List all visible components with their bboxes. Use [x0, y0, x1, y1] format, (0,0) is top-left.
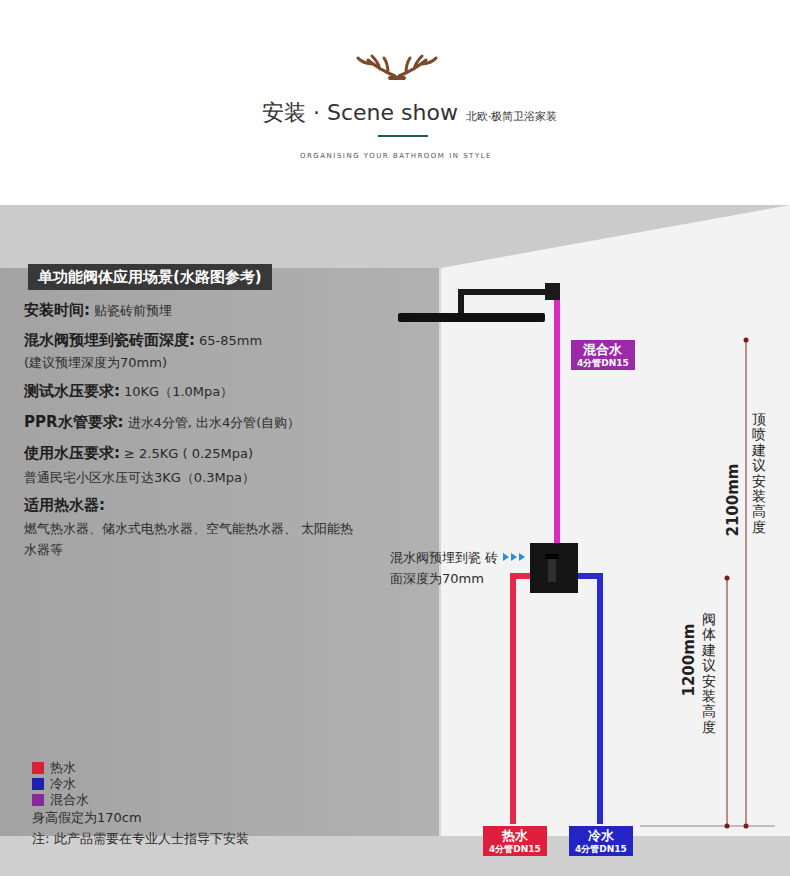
- note-text: 10KG（1.0Mpa）: [124, 383, 233, 402]
- note-text: 测试水压要求:: [24, 381, 120, 403]
- legend-text: 混合水: [50, 791, 89, 809]
- note-text: 普通民宅小区水压可达3KG（0.3Mpa）: [24, 469, 255, 488]
- antler-logo: [358, 56, 436, 78]
- box-subtext: 4分管DN15: [575, 844, 627, 855]
- title-underline: [378, 135, 428, 137]
- box-subtext: 4分管DN15: [489, 844, 541, 855]
- legend-swatch: [32, 762, 44, 774]
- dimension-caption: 顶喷建议安装高度: [752, 412, 766, 535]
- dimension-dots: [725, 338, 749, 829]
- note-text: 注: 此产品需要在专业人士指导下安装: [32, 830, 249, 849]
- dimension-text: 2100mm: [724, 463, 742, 536]
- note-text: 混水阀预埋到瓷 砖面深度为70mm: [390, 550, 498, 586]
- text-row: 测试水压要求:10KG（1.0Mpa）: [24, 381, 233, 403]
- box-heading: 混合水: [577, 342, 629, 358]
- pipe-label: 混合水4分管DN15: [571, 340, 635, 370]
- dimension-text: 1200mm: [680, 623, 698, 696]
- header-row: 安装 · Scene show 北欧·极简卫浴家装: [262, 98, 557, 128]
- note-text: (建议预埋深度为70mm): [24, 354, 167, 373]
- box-heading: 热水: [489, 828, 541, 844]
- mixing-valve: [530, 543, 578, 593]
- legend-item: 冷水: [32, 775, 76, 793]
- legend-text: 热水: [50, 759, 76, 777]
- text-row: ORGANISING YOUR BATHROOM IN STYLE: [300, 151, 492, 161]
- text-row: 普通民宅小区水压可达3KG（0.3Mpa）: [24, 469, 255, 488]
- page-title: 安装 · Scene show: [262, 98, 458, 128]
- note-text: 贴瓷砖前预埋: [94, 302, 172, 321]
- text-row: 混水阀预埋到瓷砖面深度:65-85mm: [24, 330, 262, 352]
- note-text: ≥ 2.5KG ( 0.25Mpa): [124, 445, 253, 464]
- text-row: 身高假定为170cm: [32, 809, 142, 828]
- legend-text: 冷水: [50, 775, 76, 793]
- pipe-label: 热水4分管DN15: [483, 826, 547, 856]
- note-text: 进水4分管, 出水4分管(自购）: [128, 414, 301, 433]
- legend-swatch: [32, 778, 44, 790]
- dimension-caption: 阀体建议安装高度: [702, 612, 716, 735]
- box-heading: 冷水: [575, 828, 627, 844]
- note-text: 安装时间:: [24, 300, 90, 322]
- text-row: (建议预埋深度为70mm): [24, 354, 167, 373]
- text-row: 混水阀预埋到瓷 砖面深度为70mm: [390, 547, 502, 589]
- dimension-lines: [640, 340, 775, 826]
- note-text: 身高假定为170cm: [32, 809, 142, 828]
- note-text: 使用水压要求:: [24, 443, 120, 465]
- hot-pipe: [513, 576, 530, 824]
- text-row: 适用热水器:: [24, 495, 105, 517]
- note-text: 适用热水器:: [24, 495, 105, 517]
- text-row: 注: 此产品需要在专业人士指导下安装: [32, 830, 249, 849]
- note-text: 混水阀预埋到瓷砖面深度:: [24, 330, 195, 352]
- box-heading: 单功能阀体应用场景(水路图参考): [38, 268, 262, 286]
- text-row: 安装时间:贴瓷砖前预埋: [24, 300, 172, 322]
- note-text: 北欧·极简卫浴家装: [466, 109, 558, 125]
- text-row: 使用水压要求:≥ 2.5KG ( 0.25Mpa): [24, 443, 253, 465]
- note-text: 65-85mm: [199, 332, 262, 351]
- callout-arrows: [503, 553, 525, 561]
- pipe-label: 冷水4分管DN15: [569, 826, 633, 856]
- text-row: 燃气热水器、储水式电热水器、空气能热水器、 太阳能热水器等: [24, 518, 354, 560]
- legend-item: 热水: [32, 759, 76, 777]
- mixed-pipe: [554, 300, 560, 545]
- cold-pipe: [578, 576, 600, 824]
- legend-swatch: [32, 794, 44, 806]
- shower-head: [398, 283, 560, 322]
- note-text: 燃气热水器、储水式电热水器、空气能热水器、 太阳能热水器等: [24, 521, 353, 557]
- legend-item: 混合水: [32, 791, 89, 809]
- note-text: PPR水管要求:: [24, 412, 124, 434]
- box-subtext: 4分管DN15: [577, 358, 629, 369]
- text-row: PPR水管要求:进水4分管, 出水4分管(自购）: [24, 412, 300, 434]
- title-banner: 单功能阀体应用场景(水路图参考): [28, 264, 272, 290]
- note-text: ORGANISING YOUR BATHROOM IN STYLE: [300, 151, 492, 161]
